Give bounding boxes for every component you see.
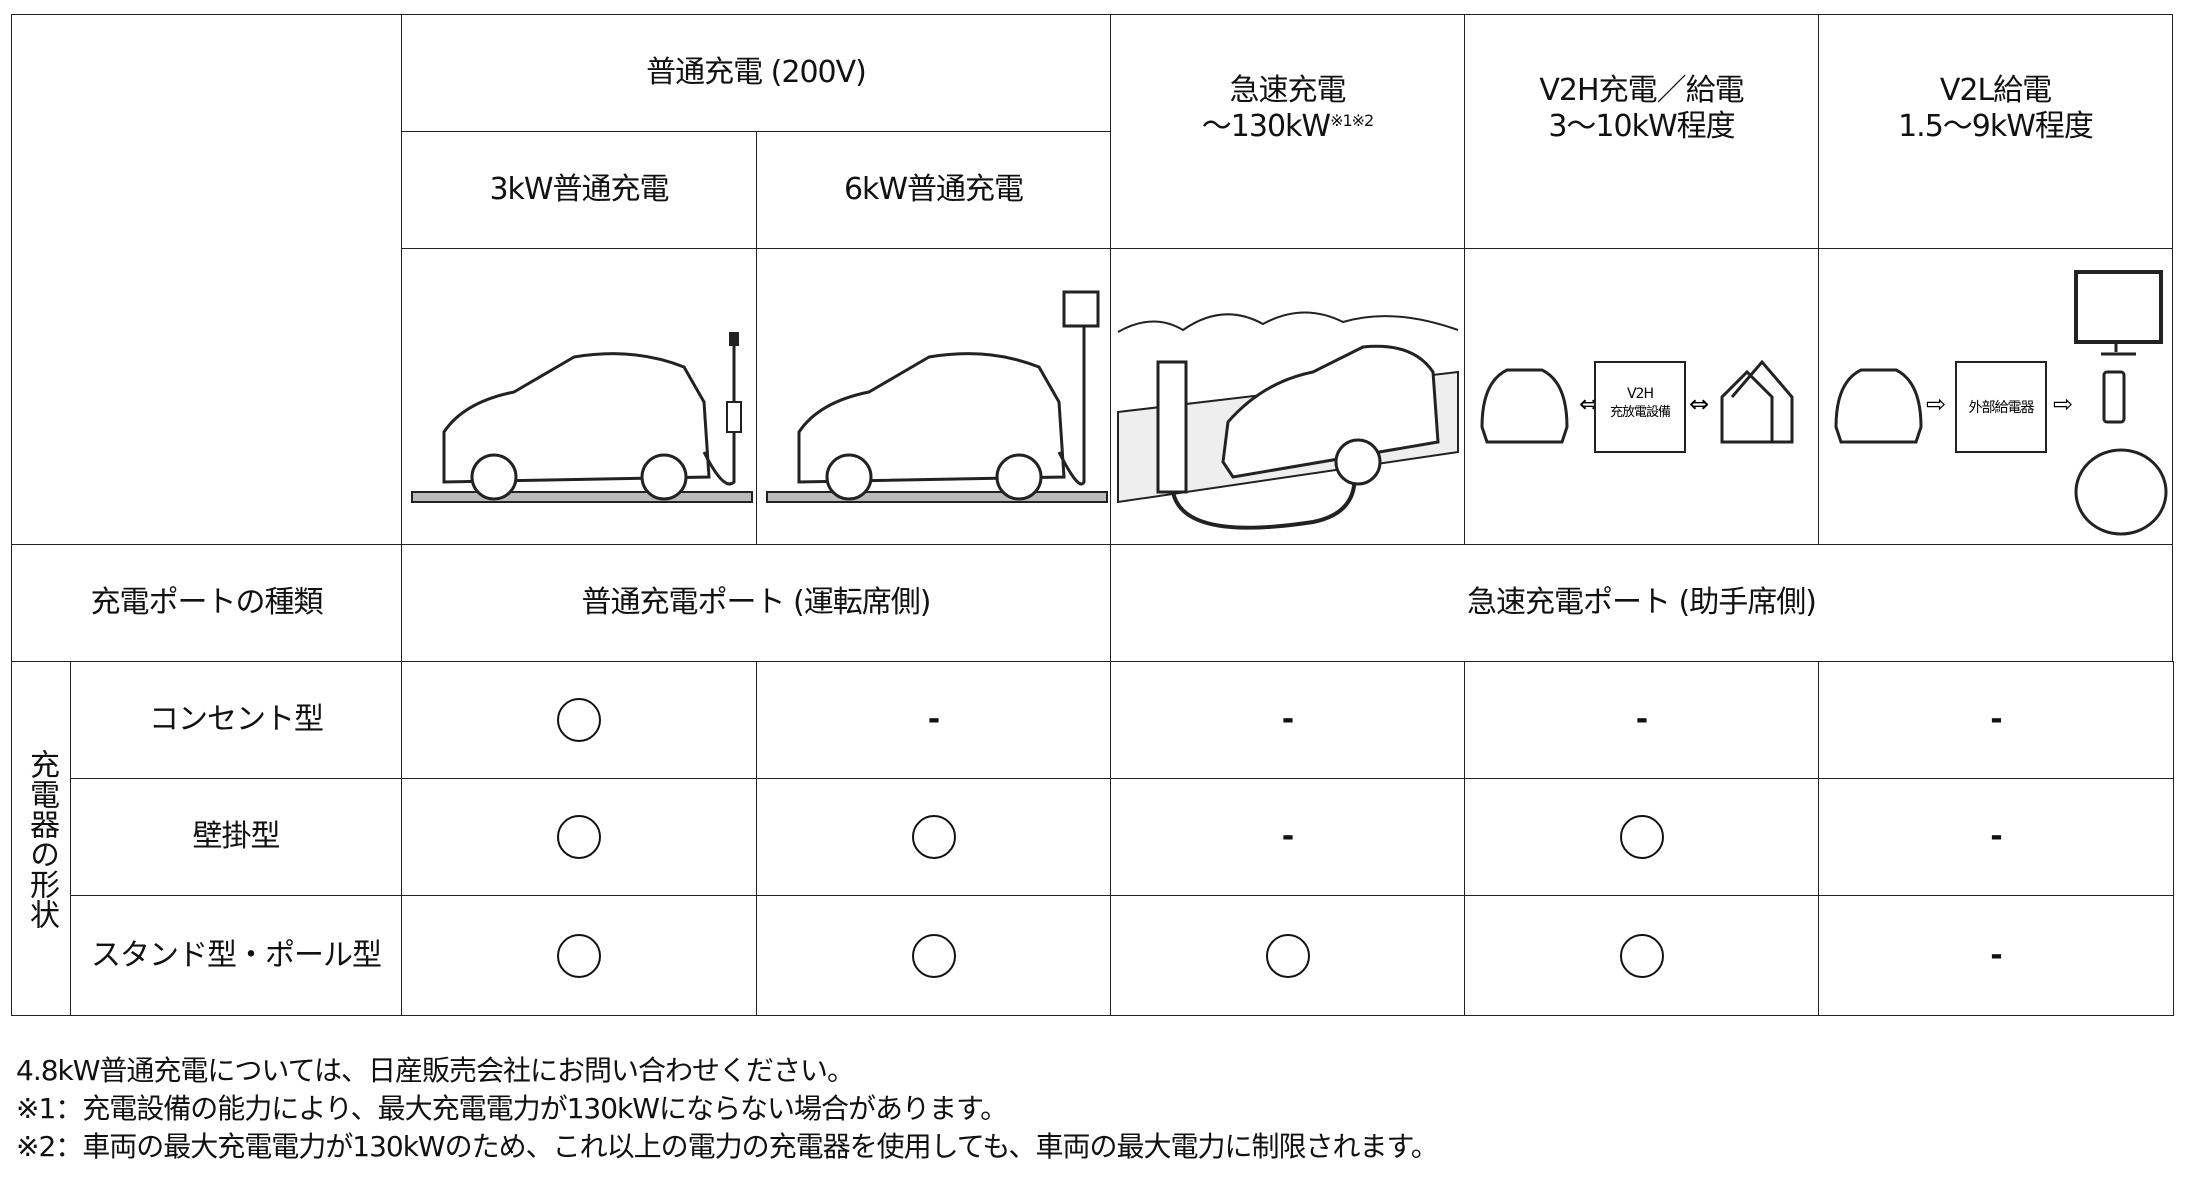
not-available-dash: -	[1990, 819, 2002, 854]
available-circle-mark: ○	[557, 933, 601, 978]
footnote-1: ※1：充電設備の能力により、最大充電電力が130kWにならない場合があります。	[16, 1092, 1008, 1125]
availability-cell: -	[1818, 778, 2174, 896]
not-available-dash: -	[1990, 937, 2002, 973]
footnote-general: 4.8kW普通充電については、日産販売会社にお問い合わせください。	[16, 1054, 855, 1087]
illustration-6kw	[756, 248, 1111, 545]
availability-cell: ○	[1464, 895, 1819, 1016]
port-normal-cell: 普通充電ポート (運転席側)	[401, 544, 1111, 662]
availability-cell: ○	[756, 895, 1111, 1016]
available-circle-mark: ○	[1619, 815, 1664, 859]
port-label: 充電ポートの種類	[90, 585, 324, 620]
availability-cell: ○	[756, 778, 1111, 896]
bidirectional-arrow-icon: ⇔	[1689, 390, 1708, 418]
car-outlet-charging-illustration	[411, 331, 753, 503]
availability-cell: ○	[401, 661, 757, 779]
header-quick: 急速充電〜130kW※1※2	[1110, 14, 1465, 249]
charger-row-label: コンセント型	[149, 702, 324, 737]
v2l-box-label: 外部給電器	[1968, 400, 2034, 416]
header-3kw: 3kW普通充電	[401, 131, 757, 249]
not-available-dash: -	[1281, 819, 1294, 854]
header-6kw-label: 6kW普通充電	[843, 172, 1024, 207]
available-circle-mark: ○	[557, 815, 601, 859]
charger-row-label-cell: コンセント型	[70, 661, 402, 779]
availability-cell: -	[1110, 778, 1465, 896]
corner-cell	[11, 14, 402, 545]
arrow-right-icon: ⇨	[2053, 390, 2072, 418]
header-quick-note: ※1※2	[1330, 111, 1374, 130]
header-normal-group-label: 普通充電 (200V)	[646, 55, 867, 90]
not-available-dash: -	[927, 702, 940, 737]
footnote-2: ※2：車両の最大充電電力が130kWのため、これ以上の電力の充電器を使用しても、…	[16, 1130, 1439, 1163]
v2h-box-label-1: V2H	[1626, 386, 1652, 402]
car-wallbox-charging-illustration	[765, 290, 1108, 503]
available-circle-mark: ○	[1265, 933, 1310, 978]
availability-cell: -	[1110, 661, 1465, 779]
illustration-v2l: ⇨ 外部給電器 ⇨	[1818, 248, 2173, 545]
port-label-cell: 充電ポートの種類	[11, 544, 402, 662]
header-quick-power: 〜130kW	[1201, 109, 1331, 144]
monitor-icon	[2073, 269, 2163, 344]
available-circle-mark: ○	[911, 815, 956, 859]
charger-row-label: 壁掛型	[192, 819, 281, 854]
rice-cooker-icon	[2074, 448, 2167, 535]
availability-cell: -	[1464, 661, 1819, 779]
arrow-right-icon: ⇨	[1926, 390, 1945, 418]
availability-cell: ○	[401, 778, 757, 896]
availability-cell: -	[1818, 895, 2174, 1016]
header-v2h-power: 3〜10kW程度	[1548, 109, 1735, 144]
v2h-diagram: ⇔ V2H 充放電設備 ⇔	[1479, 359, 1793, 453]
header-6kw: 6kW普通充電	[756, 131, 1111, 249]
charger-shape-label: 充電器の形状	[24, 748, 59, 929]
v2h-box-label-2: 充放電設備	[1609, 404, 1670, 420]
not-available-dash: -	[1635, 702, 1648, 737]
charger-row-label-cell: 壁掛型	[70, 778, 402, 896]
header-3kw-label: 3kW普通充電	[489, 172, 669, 207]
header-quick-title: 急速充電	[1229, 73, 1347, 108]
illustration-3kw	[401, 248, 757, 545]
available-circle-mark: ○	[557, 698, 601, 742]
available-circle-mark: ○	[1619, 933, 1664, 978]
charger-row-label: スタンド型・ポール型	[91, 937, 382, 973]
charger-shape-label-cell: 充電器の形状	[11, 661, 71, 1016]
illustration-quick	[1110, 248, 1465, 545]
header-v2l-power: 1.5〜9kW程度	[1898, 109, 2094, 144]
port-normal: 普通充電ポート (運転席側)	[581, 585, 932, 620]
illustration-v2h: ⇔ V2H 充放電設備 ⇔	[1464, 248, 1819, 545]
availability-cell: ○	[1110, 895, 1465, 1016]
availability-cell: ○	[1464, 778, 1819, 896]
smartphone-icon	[2102, 370, 2125, 423]
header-normal-group: 普通充電 (200V)	[401, 14, 1111, 132]
car-quick-charger-illustration	[1116, 311, 1459, 530]
charger-row-label-cell: スタンド型・ポール型	[70, 895, 402, 1016]
availability-cell: ○	[401, 895, 757, 1016]
port-quick-cell: 急速充電ポート (助手席側)	[1110, 544, 2173, 662]
header-v2l-title: V2L給電	[1939, 73, 2052, 108]
not-available-dash: -	[1990, 702, 2002, 737]
header-v2h-title: V2H充電／給電	[1539, 73, 1744, 108]
port-quick: 急速充電ポート (助手席側)	[1467, 585, 1817, 620]
v2l-diagram: ⇨ 外部給電器 ⇨	[1833, 269, 2167, 535]
availability-cell: -	[756, 661, 1111, 779]
available-circle-mark: ○	[911, 933, 956, 978]
footnotes: 4.8kW普通充電については、日産販売会社にお問い合わせください。 ※1：充電設…	[16, 1052, 1439, 1166]
availability-cell: -	[1818, 661, 2174, 779]
not-available-dash: -	[1281, 702, 1294, 737]
